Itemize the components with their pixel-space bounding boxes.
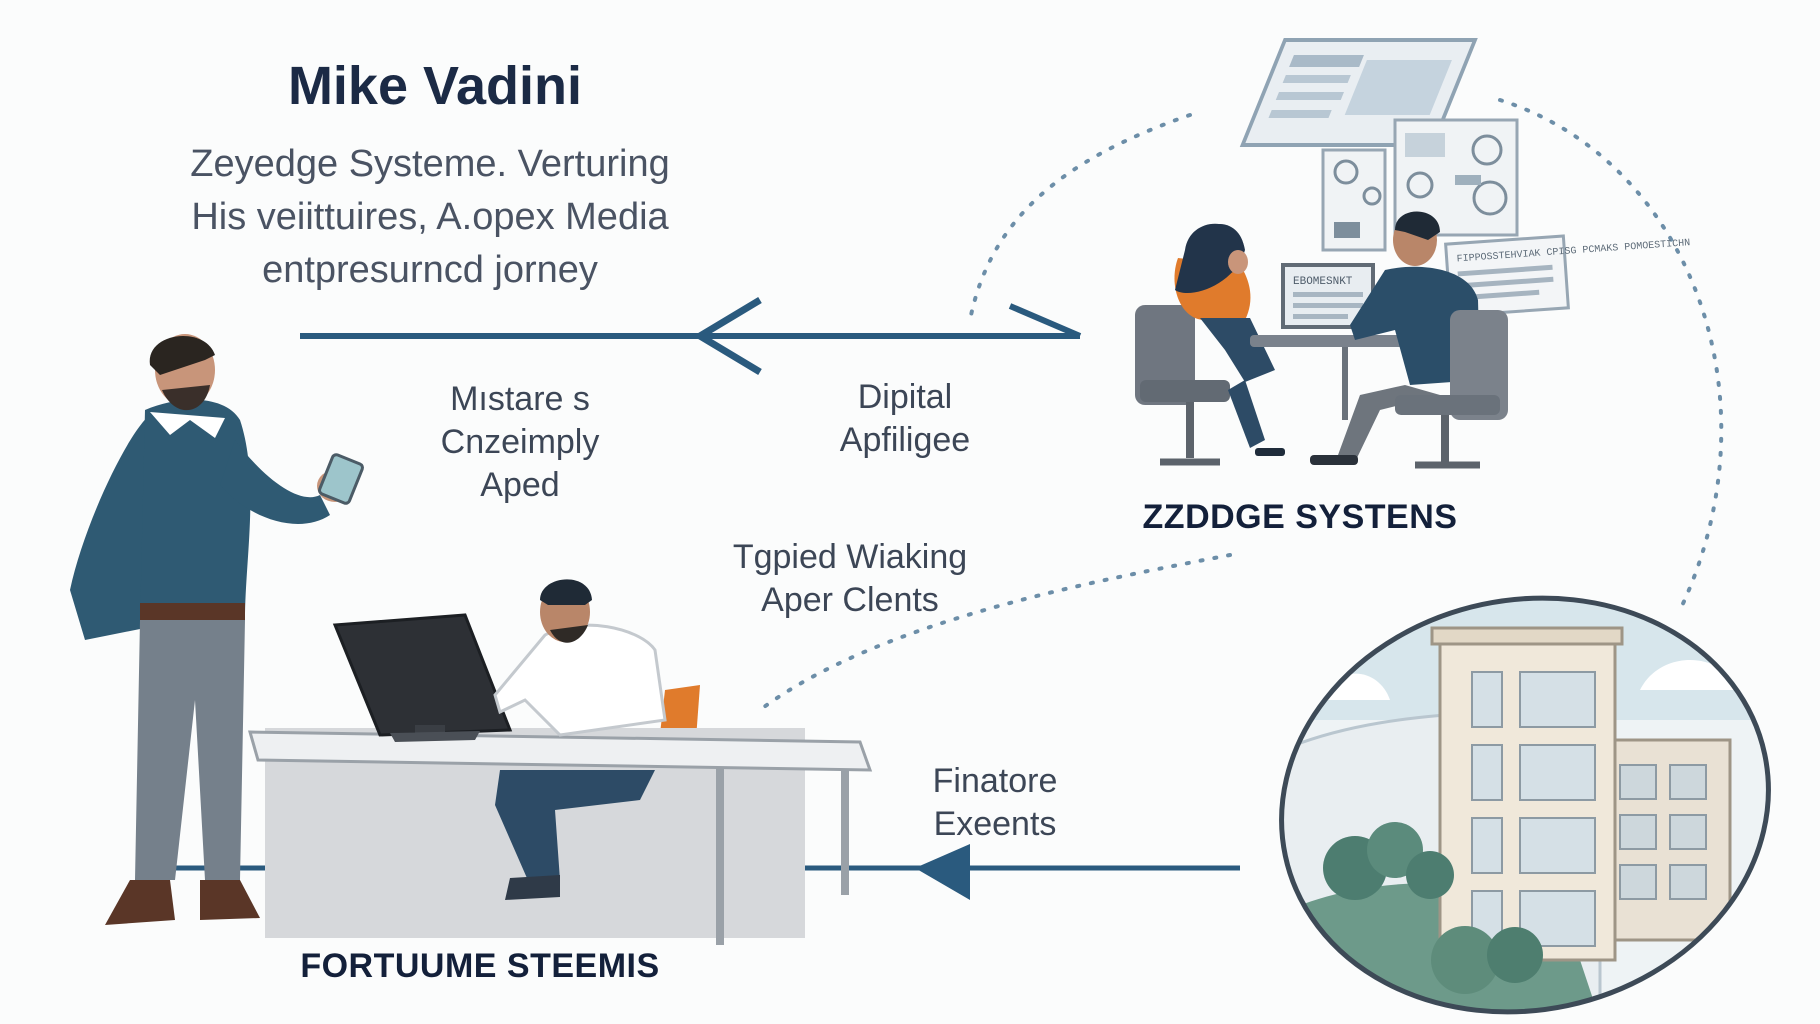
label-finatore-line-1: Finatore	[932, 762, 1058, 800]
label-mistakes-line-1: Mıstare s	[450, 380, 590, 418]
dotted-arc-top	[968, 113, 1192, 322]
label-topped-line-1: Tgpied Wiaking	[732, 538, 968, 576]
label-digital: Dipital Apfiligee	[800, 376, 1010, 462]
label-digital-line-2: Apfiligee	[839, 421, 971, 459]
dotted-connectors	[758, 98, 1724, 712]
label-mistakes-line-2: Cnzeimply	[440, 423, 600, 461]
subtitle-line-3: entpresurncd jorney	[262, 249, 598, 291]
standing-man-with-phone	[70, 334, 364, 925]
label-finatore-line-2: Exeents	[933, 805, 1057, 843]
team-collaborating: EBOMESNKT	[1135, 211, 1508, 469]
dashboard-panel-left	[1321, 148, 1387, 252]
office-desk-scene	[248, 579, 873, 945]
headquarters-building	[1250, 580, 1808, 1022]
page-title: Mike Vadini	[287, 56, 583, 116]
label-finatore: Finatore Exeents	[880, 760, 1110, 846]
label-topped-line-2: Aper Clents	[761, 581, 939, 619]
dotted-arc-middle	[758, 553, 1232, 712]
subtitle-line-2: His veiittuires, A.opex Media	[191, 196, 669, 238]
caption-fortuume-steemis: FORTUUME STEEMIS	[300, 947, 660, 985]
tilted-screen	[1239, 38, 1478, 147]
label-mistakes: Mıstare s Cnzeimply Aped	[400, 378, 640, 507]
subtitle: Zeyedge Systeme. Verturing His veiittuir…	[90, 138, 770, 297]
subtitle-line-1: Zeyedge Systeme. Verturing	[190, 143, 670, 185]
caption-zzddge-systems: ZZDDGE SYSTENS	[1142, 498, 1458, 536]
text-panel: FIPPOSSTEHVIAK CPISG PCMAKS POMOESTICHN	[1444, 234, 1691, 318]
phone-icon	[318, 453, 364, 505]
label-digital-line-1: Dipital	[857, 378, 953, 416]
label-topped: Tgpied Wiaking Aper Clents	[680, 536, 1020, 622]
laptop-text: EBOMESNKT	[1293, 276, 1353, 288]
top-arrow	[300, 296, 1082, 376]
dotted-arc-right	[1498, 98, 1724, 612]
label-mistakes-line-3: Aped	[480, 466, 560, 504]
